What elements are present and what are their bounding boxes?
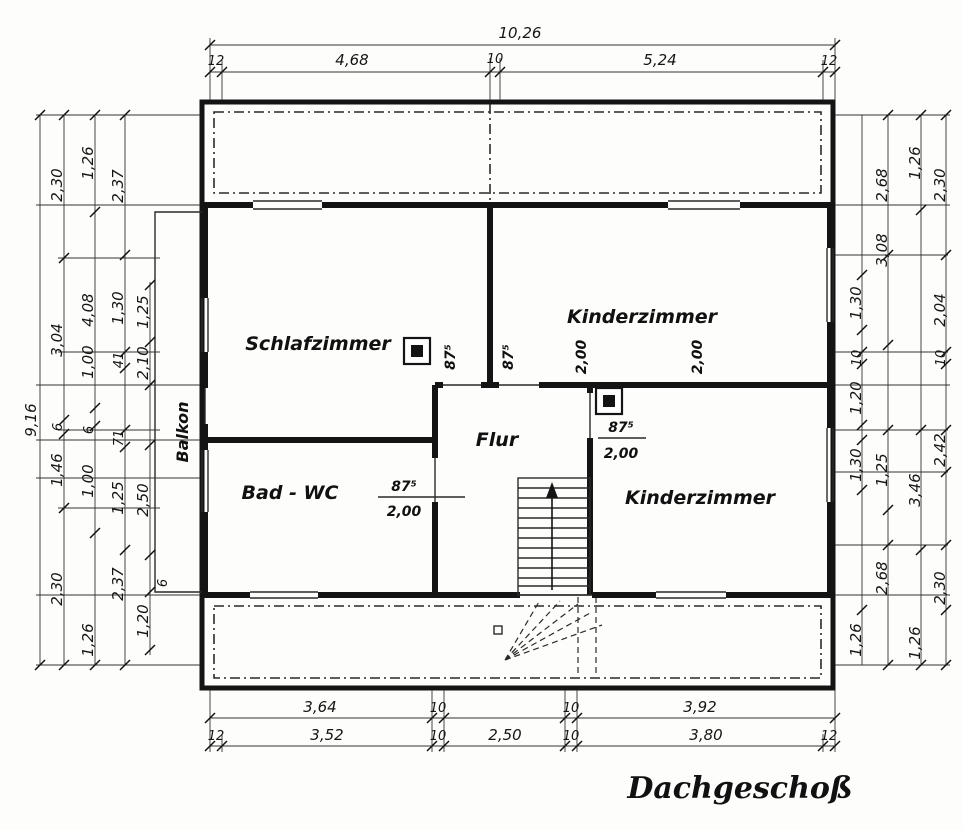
dim-label: 1,00	[79, 464, 97, 497]
dim-label: 3,46	[906, 473, 924, 506]
stair-arrow-head	[546, 482, 558, 498]
door-width-label: 87⁵	[443, 344, 459, 370]
dim-label: 10	[563, 701, 580, 716]
dim-label: 41	[112, 352, 127, 369]
dim-label: 1,25	[134, 295, 152, 328]
dim-label: 3,80	[689, 726, 722, 744]
dimension-lines	[34, 38, 952, 752]
room-label-bad-wc: Bad - WC	[242, 482, 339, 504]
dim-label: 10	[563, 729, 580, 744]
dim-label: 12	[208, 54, 225, 69]
dim-label: 2,30	[931, 571, 949, 604]
door-width-label: 87⁵	[501, 344, 517, 370]
dim-label: 1,26	[906, 146, 924, 179]
dim-label: 1,46	[48, 453, 66, 486]
dim-label: 2,30	[48, 572, 66, 605]
dim-label: 1,00	[79, 345, 97, 378]
dim-label: 3,04	[48, 323, 66, 356]
dim-label: 12	[208, 729, 225, 744]
dim-label: 3,64	[303, 698, 336, 716]
stair-winder-dashed	[504, 599, 603, 661]
dim-label: 12	[821, 54, 838, 69]
door-height-label: 2,00	[690, 339, 706, 374]
dim-label: 1,20	[847, 381, 865, 414]
dim-label: 2,50	[488, 726, 521, 744]
dim-label: 10	[934, 350, 949, 367]
dim-label: 10	[850, 350, 865, 367]
chimney-left	[402, 336, 432, 366]
dim-label: 2,30	[48, 168, 66, 201]
dim-label: 1,26	[906, 626, 924, 659]
drawing-title: Dachgeschoß	[626, 771, 852, 806]
dim-label: 1,25	[873, 453, 891, 486]
dim-label: 10	[430, 729, 447, 744]
dim-label: 1,30	[109, 291, 127, 324]
dim-label: 1,26	[79, 146, 97, 179]
dim-top-total: 10,26	[499, 24, 542, 42]
dim-label: 2,68	[873, 168, 891, 201]
dim-label: 6	[51, 423, 66, 431]
balcony-outline	[154, 211, 202, 593]
dim-label: 71	[112, 430, 127, 447]
dims-left: 9,16 2,30 3,04 6 1,46 2,30 1,26 4,08 1,0…	[22, 146, 171, 656]
room-label-balkon: Balkon	[173, 402, 192, 463]
door-width-label: 87⁵	[608, 420, 634, 436]
dim-label: 3,92	[683, 698, 716, 716]
room-label-flur: Flur	[476, 429, 520, 451]
room-label-schlafzimmer: Schlafzimmer	[245, 333, 392, 355]
dim-label: 3,52	[310, 726, 343, 744]
dim-label: 2,37	[109, 169, 127, 203]
interior-walls	[201, 200, 834, 599]
dim-label: 4,68	[335, 51, 368, 69]
room-label-kinderzimmer-bottom: Kinderzimmer	[625, 487, 777, 509]
outer-wall	[199, 99, 836, 691]
dim-label: 1,30	[847, 448, 865, 481]
dim-label: 2,50	[134, 483, 152, 516]
dim-label: 2,37	[109, 567, 127, 601]
chimney-right	[594, 386, 624, 416]
dims-top: 10,26 12 4,68 10 5,24 12	[208, 24, 838, 69]
dim-label: 12	[821, 729, 838, 744]
dims-right: 1,30 10 1,20 1,30 1,26 2,68 3,08 1,25 2,…	[847, 146, 949, 659]
dim-left-total: 9,16	[22, 403, 40, 436]
dim-label: 2,68	[873, 561, 891, 594]
door-height-label: 2,00	[387, 504, 422, 520]
dim-label: 1,25	[109, 481, 127, 514]
door-labels: 87⁵ 2,00 87⁵ 2,00 87⁵ 2,00 87⁵ 2,00	[378, 339, 706, 520]
dim-label: 2,30	[931, 168, 949, 201]
dim-label: 2,10	[134, 346, 152, 379]
dim-label: 2,04	[931, 293, 949, 326]
staircase	[493, 477, 603, 661]
room-label-kinderzimmer-top: Kinderzimmer	[567, 306, 719, 328]
dim-label: 1,20	[134, 604, 152, 637]
room-labels: Schlafzimmer Kinderzimmer Flur Bad - WC …	[173, 306, 777, 509]
dim-label: 4,08	[79, 293, 97, 326]
dim-label: 3,08	[873, 233, 891, 266]
dim-label: 1,26	[847, 623, 865, 656]
dim-label: 10	[430, 701, 447, 716]
dim-label: 6	[156, 579, 171, 587]
door-height-label: 2,00	[604, 446, 639, 462]
dim-label: 10	[487, 52, 504, 67]
dim-label: 6	[82, 426, 97, 434]
roof-dashed-lines	[213, 104, 822, 679]
dim-label: 5,24	[643, 51, 676, 69]
door-height-label: 2,00	[574, 339, 590, 374]
dim-label: 2,42	[931, 433, 949, 466]
dim-label: 1,30	[847, 286, 865, 319]
dim-label: 1,26	[79, 623, 97, 656]
door-width-label: 87⁵	[391, 479, 417, 495]
stair-post	[493, 625, 503, 635]
dims-bottom: 3,64 10 10 3,92 12 3,52 10 2,50 10 3,80 …	[208, 698, 838, 744]
